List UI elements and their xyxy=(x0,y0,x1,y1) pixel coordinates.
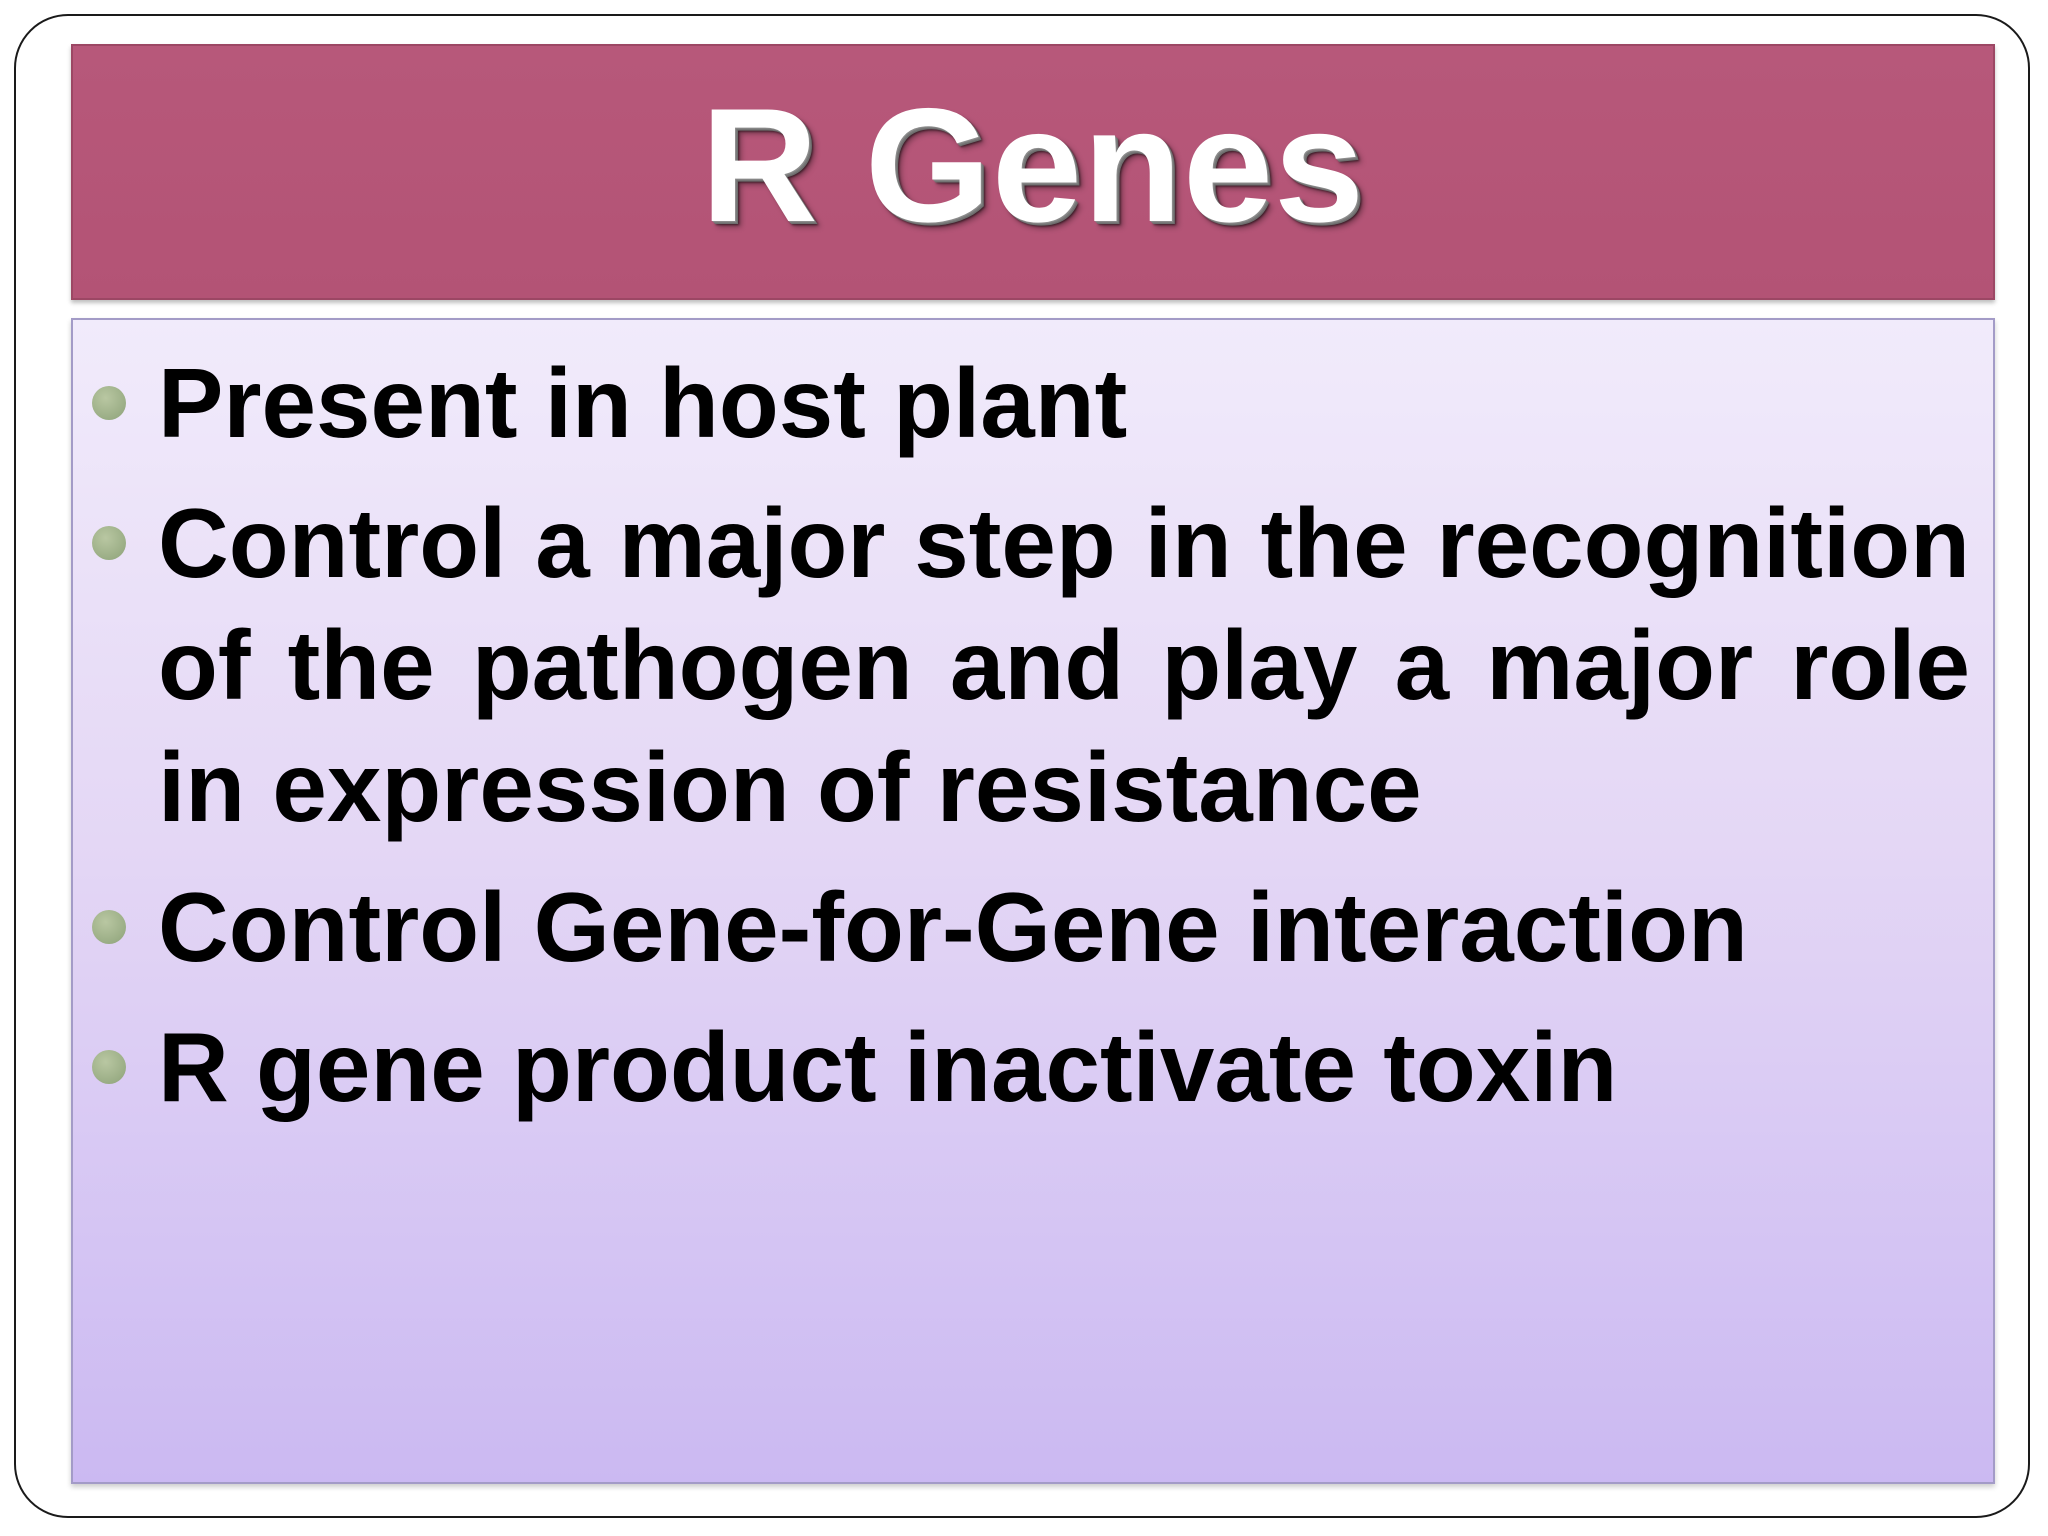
bullet-dot-icon xyxy=(92,386,126,420)
bullet-text: Control a major step in the recognition … xyxy=(158,488,1970,842)
bullet-dot-icon xyxy=(92,910,126,944)
slide-title: R Genes xyxy=(700,75,1366,256)
bullet-list: Present in host plant Control a major st… xyxy=(92,342,1970,1146)
bullet-dot-icon xyxy=(92,526,126,560)
bullet-text: Control Gene-for-Gene interaction xyxy=(158,872,1748,982)
bullet-text: R gene product inactivate toxin xyxy=(158,1012,1618,1122)
bullet-item: Control a major step in the recognition … xyxy=(92,482,1970,848)
title-bar: R Genes xyxy=(71,44,1995,300)
content-box: Present in host plant Control a major st… xyxy=(71,318,1995,1484)
bullet-item: Control Gene-for-Gene interaction xyxy=(92,866,1970,988)
bullet-text: Present in host plant xyxy=(158,348,1128,458)
bullet-item: Present in host plant xyxy=(92,342,1970,464)
bullet-item: R gene product inactivate toxin xyxy=(92,1006,1970,1128)
bullet-dot-icon xyxy=(92,1050,126,1084)
